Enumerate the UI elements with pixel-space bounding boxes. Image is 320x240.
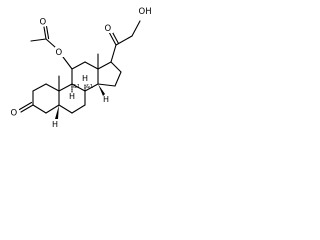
bond-c15-c14 (97, 83, 116, 87)
hydroxyl-label: OH (139, 7, 152, 17)
bond-c11-c12 (71, 61, 86, 70)
wedge-c14-h (98, 84, 105, 96)
bond-c20-o-a (108, 31, 117, 46)
ring-a (18, 83, 60, 114)
ester-oxygen-label: O (56, 48, 63, 58)
label-bg-acyl-o (39, 16, 48, 26)
ring-d (97, 61, 122, 87)
bond-c10-c1 (45, 83, 60, 92)
ring-c (71, 61, 99, 92)
bond-cacyl-o-b (46, 26, 50, 40)
label-bg-oh (138, 5, 155, 16)
bond-c20-c21 (115, 35, 133, 46)
bond-c16-c15 (114, 71, 122, 87)
bond-c3-c4 (32, 104, 47, 114)
bond-c4-c5 (45, 104, 60, 114)
h14-label: H (103, 95, 109, 104)
bond-c3-o-b (18, 101, 33, 111)
ring-b (58, 83, 86, 114)
bond-oester-cacyl (45, 38, 56, 48)
bond-c7-c6 (71, 104, 86, 114)
label-bg-c20-o (104, 23, 113, 33)
bond-c10-c9 (58, 83, 73, 92)
bond-c9-c8 (71, 83, 86, 92)
bond-c1-c2 (32, 83, 47, 92)
bond-cacyl-o-a (43, 26, 47, 40)
h5-label: H (52, 120, 58, 129)
bond-c13-c17 (97, 61, 112, 70)
bond-c12-c13 (84, 61, 99, 70)
wedge-c5-h (55, 105, 59, 119)
stereo-mark-c9: &1 (73, 84, 80, 90)
acetate-group (30, 26, 73, 70)
label-bg-ester-o (55, 47, 64, 57)
bond-c17-c16 (110, 61, 122, 73)
h8-label: H (82, 74, 88, 83)
bond-c17-c20 (110, 44, 117, 63)
stereo-mark-c8: &1 (86, 84, 93, 90)
c20-oxygen-label: O (105, 24, 112, 34)
bond-c21-oh (131, 20, 141, 37)
bond-c11-oester (62, 56, 73, 70)
h9-label: H (69, 92, 75, 101)
side-chain (108, 20, 141, 63)
bond-c6-c5 (58, 104, 73, 114)
label-bg-ketone-o (10, 107, 19, 117)
bond-cacyl-methyl (30, 38, 47, 42)
steroid-structure-diagram: O O OH O O H H H H &1 &1 (10, 5, 155, 129)
carbonyl-oxygen-label: O (40, 18, 47, 28)
ketone-oxygen-label: O (11, 109, 18, 119)
bond-c3-o-a (20, 104, 34, 113)
bond-c14-c8 (84, 83, 99, 92)
